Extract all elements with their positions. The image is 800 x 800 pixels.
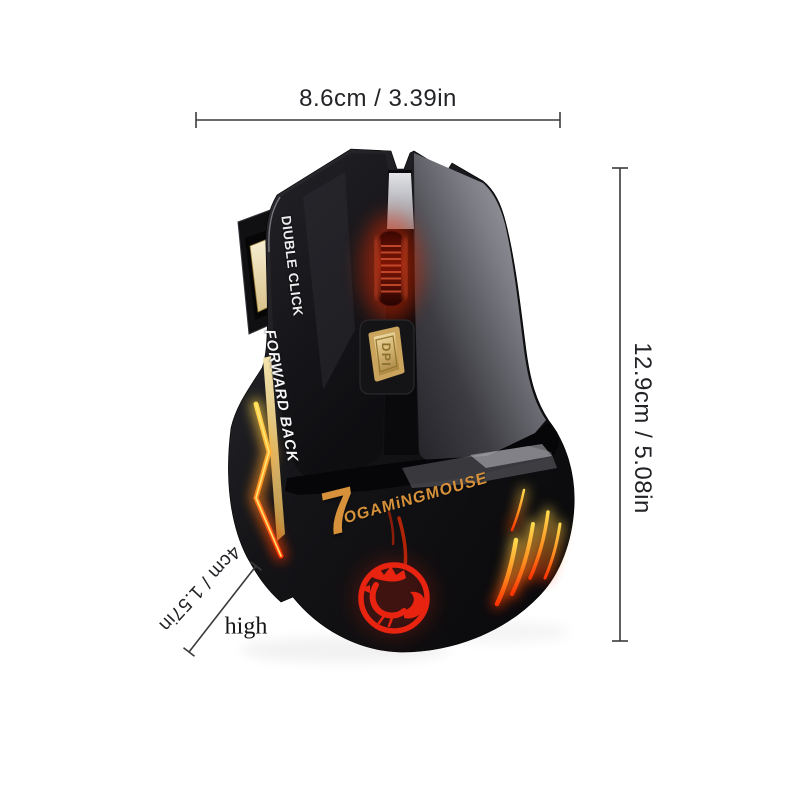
scroll-wheel (361, 214, 421, 322)
width-dimension-label: 8.6cm / 3.39in (299, 85, 457, 112)
right-rgb-light-streaks (492, 487, 564, 609)
height-dimension-label: 12.9cm / 5.08in (629, 342, 656, 514)
width-dimension-line (195, 112, 561, 128)
depth-caption: high (224, 613, 268, 640)
depth-dimension-line (183, 561, 262, 657)
dragon-logo-icon (354, 558, 434, 638)
height-dimension-line (612, 167, 628, 642)
left-rgb-light-strip (251, 356, 286, 561)
mouse-body (228, 148, 575, 653)
palm-rest (285, 421, 560, 495)
dpi-button-label: DPI (379, 342, 393, 368)
right-click-button (414, 153, 546, 460)
dpi-button (359, 319, 415, 395)
